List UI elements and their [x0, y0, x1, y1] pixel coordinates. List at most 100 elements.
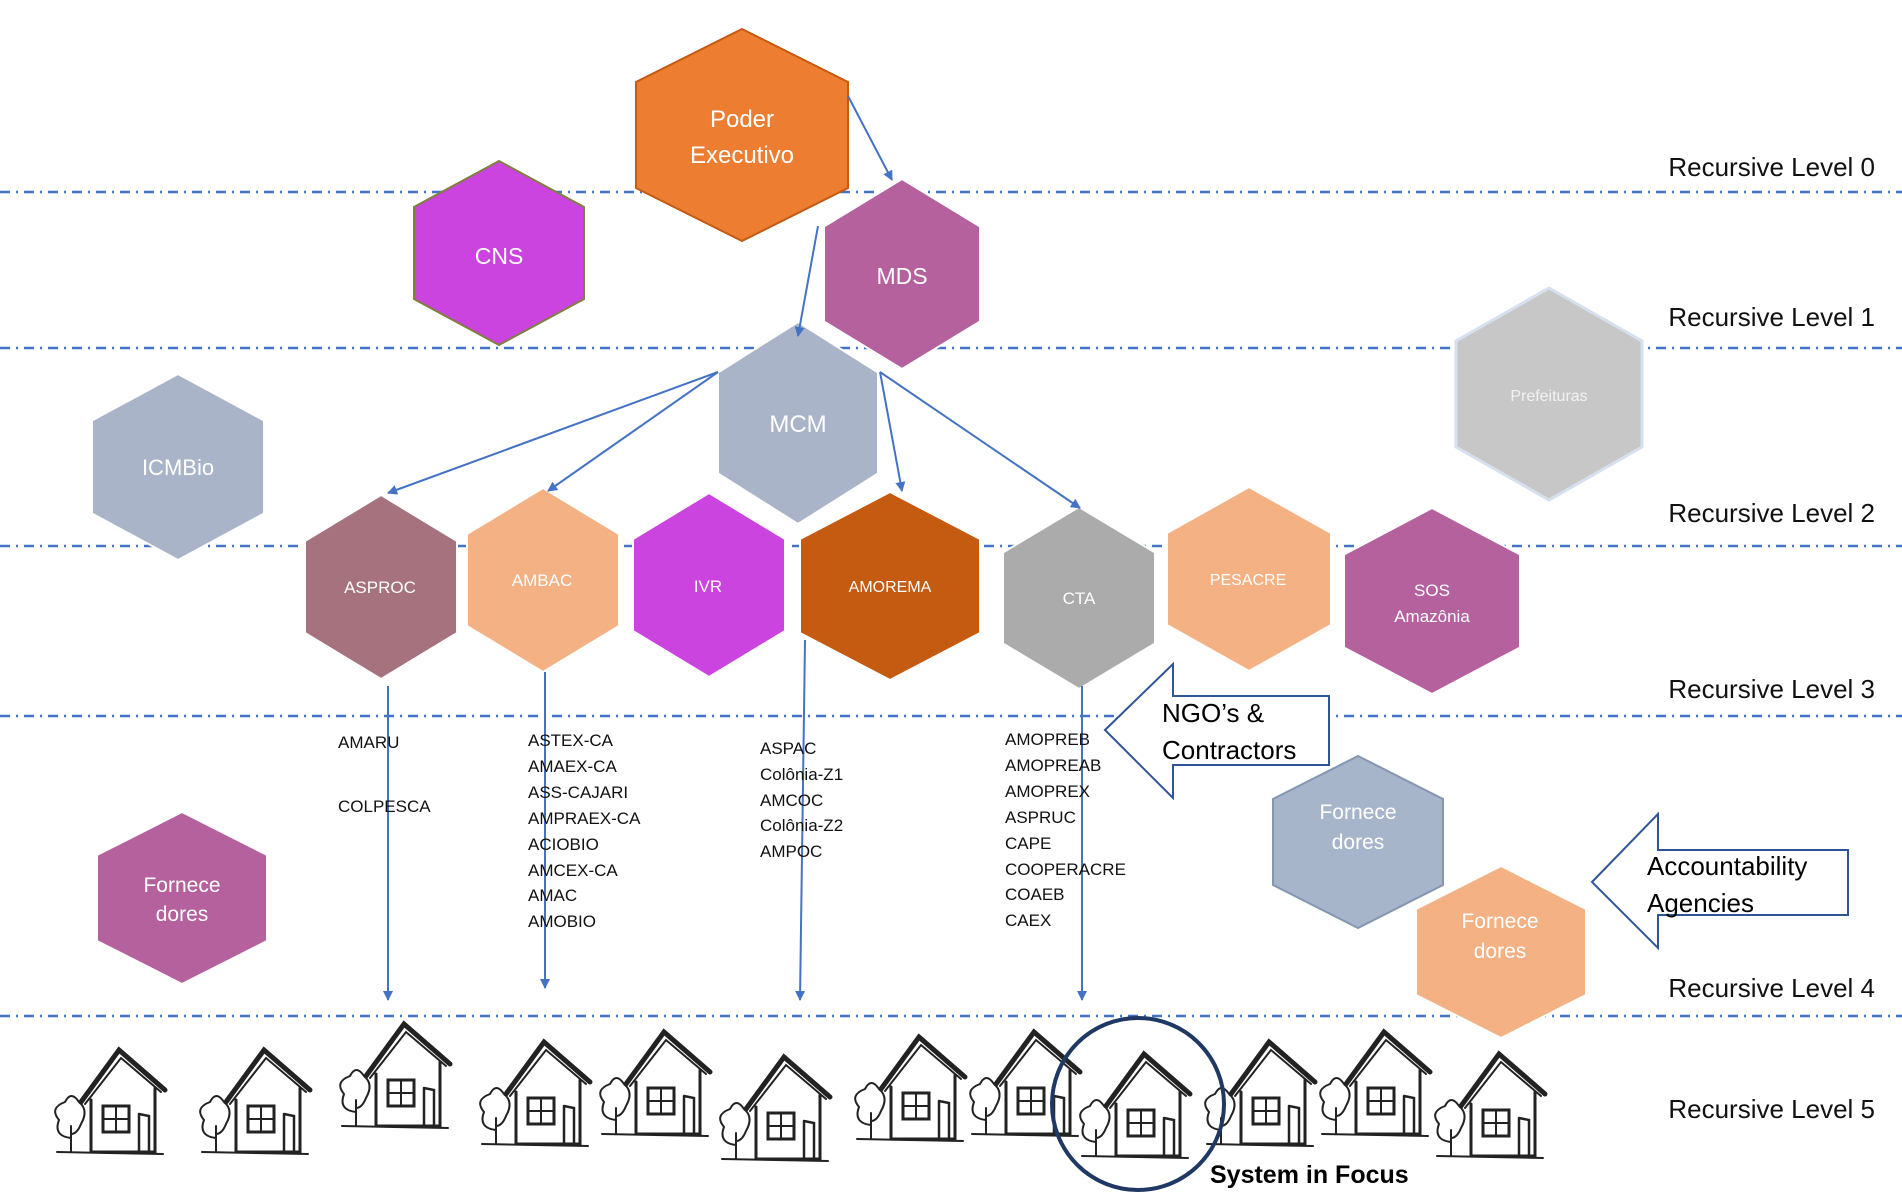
label-fornece-left-line1: Fornece: [143, 874, 220, 897]
house-icon: [1204, 1038, 1318, 1147]
list-ambac-7: AMOBIO: [528, 912, 596, 931]
level-label-0: Recursive Level 0: [1668, 152, 1875, 182]
label-fornece-rt-line1: Fornece: [1319, 801, 1396, 824]
hex-fornecedores-left: [96, 810, 268, 986]
accountability-callout-line1: Accountability: [1647, 851, 1807, 881]
households-row: [54, 1020, 1548, 1162]
house-icon: [719, 1053, 833, 1162]
list-asproc-2: COLPESCA: [338, 797, 431, 816]
hex-cta: [1002, 505, 1156, 691]
ngo-callout-arrow: [1103, 661, 1330, 801]
system-in-focus: System in Focus: [1050, 1016, 1409, 1192]
list-ambac-1: AMAEX-CA: [528, 757, 617, 776]
label-mcm: MCM: [769, 411, 826, 438]
ngo-callout-line1: NGO’s &: [1162, 698, 1264, 728]
hex-cns: [413, 159, 585, 347]
hex-ambac: [466, 486, 620, 674]
level-label-3: Recursive Level 3: [1668, 674, 1875, 704]
label-asproc: ASPROC: [344, 578, 416, 597]
list-cta-0: AMOPREB: [1005, 730, 1090, 749]
label-poder-line1: Poder: [710, 106, 774, 133]
house-icon: [969, 1028, 1083, 1137]
list-ambac-4: ACIOBIO: [528, 835, 599, 854]
house-icon: [1079, 1050, 1193, 1159]
label-icmbio: ICMBio: [142, 455, 214, 480]
list-cta-3: ASPRUC: [1005, 808, 1076, 827]
label-ivr: IVR: [694, 577, 722, 596]
label-fornece-rb-line1: Fornece: [1461, 910, 1538, 933]
arrow-mcm-to-ambac: [547, 371, 719, 492]
house-icon: [54, 1046, 168, 1155]
arrow-mcm-to-cta: [879, 371, 1081, 509]
house-icon: [199, 1046, 313, 1155]
label-pesacre: PESACRE: [1210, 572, 1286, 589]
list-amorema-4: AMPOC: [760, 842, 822, 861]
hex-ivr: [632, 491, 786, 679]
member-lists: AMARU COLPESCA ASTEX-CA AMAEX-CA ASS-CAJ…: [338, 730, 1126, 931]
house-icon: [339, 1020, 453, 1129]
hex-nodes: [91, 27, 1644, 1040]
hex-mds: [823, 177, 981, 371]
house-icon: [1434, 1050, 1548, 1159]
house-icon: [599, 1028, 713, 1137]
list-ambac-6: AMAC: [528, 886, 577, 905]
list-cta-7: CAEX: [1005, 911, 1051, 930]
list-amorema-1: Colônia-Z1: [760, 765, 843, 784]
label-sos-line2: Amazônia: [1394, 607, 1470, 626]
label-ambac: AMBAC: [512, 571, 572, 590]
level-labels: Recursive Level 0 Recursive Level 1 Recu…: [1668, 152, 1875, 1124]
accountability-callout-arrow: [1590, 811, 1849, 951]
list-asproc-0: AMARU: [338, 733, 399, 752]
arrow-mcm-to-amorema: [879, 371, 906, 492]
list-cta-5: COOPERACRE: [1005, 860, 1126, 879]
arrow-mcm-to-asproc: [387, 371, 719, 495]
label-cns: CNS: [475, 243, 524, 269]
arrows: [383, 95, 1087, 1001]
list-amorema-2: AMCOC: [760, 791, 823, 810]
focus-circle: [1050, 1016, 1226, 1192]
level-label-4: Recursive Level 4: [1668, 973, 1875, 1003]
hex-icmbio: [91, 372, 265, 562]
list-ambac-3: AMPRAEX-CA: [528, 809, 641, 828]
list-cta-6: COAEB: [1005, 885, 1065, 904]
level-label-1: Recursive Level 1: [1668, 302, 1875, 332]
label-prefeituras: Prefeituras: [1510, 388, 1587, 405]
accountability-callout-line2: Agencies: [1647, 888, 1754, 918]
list-cta-1: AMOPREAB: [1005, 756, 1101, 775]
list-cta-4: CAPE: [1005, 834, 1051, 853]
arrow-amorema-to-households: [795, 639, 806, 1001]
list-amorema-0: ASPAC: [760, 739, 816, 758]
label-fornece-rt-line2: dores: [1332, 831, 1385, 854]
hex-prefeituras: [1454, 286, 1644, 502]
list-ambac-2: ASS-CAJARI: [528, 783, 628, 802]
label-sos-line1: SOS: [1414, 581, 1450, 600]
arrow-poder-to-mds: [847, 95, 893, 181]
hex-poder-executivo: [635, 27, 849, 243]
label-amorema: AMOREMA: [849, 579, 932, 596]
hex-labels: Poder Executivo CNS MDS Prefeituras ICMB…: [142, 106, 1588, 963]
ngo-callout-line2: Contractors: [1162, 735, 1296, 765]
label-cta: CTA: [1063, 589, 1096, 608]
hex-amorema: [799, 490, 981, 682]
list-cta-2: AMOPREX: [1005, 782, 1090, 801]
focus-label: System in Focus: [1210, 1161, 1409, 1189]
label-poder-line2: Executivo: [690, 142, 794, 169]
level-label-2: Recursive Level 2: [1668, 498, 1875, 528]
callouts: NGO’s & Contractors Accountability Agenc…: [1103, 661, 1849, 951]
hex-fornecedores-right-bottom: [1415, 864, 1587, 1040]
house-icon: [1319, 1028, 1433, 1137]
list-amorema-3: Colônia-Z2: [760, 816, 843, 835]
label-fornece-rb-line2: dores: [1474, 940, 1527, 963]
list-ambac-5: AMCEX-CA: [528, 861, 618, 880]
house-icon: [854, 1033, 968, 1142]
house-icon: [479, 1038, 593, 1147]
label-fornece-left-line2: dores: [156, 903, 209, 926]
arrow-mds-to-mcm: [794, 225, 819, 337]
hex-sos-amazonia: [1343, 506, 1521, 696]
hex-asproc: [304, 493, 458, 681]
list-ambac-0: ASTEX-CA: [528, 731, 614, 750]
label-mds: MDS: [876, 263, 927, 289]
level-label-5: Recursive Level 5: [1668, 1094, 1875, 1124]
hex-pesacre: [1166, 485, 1332, 673]
